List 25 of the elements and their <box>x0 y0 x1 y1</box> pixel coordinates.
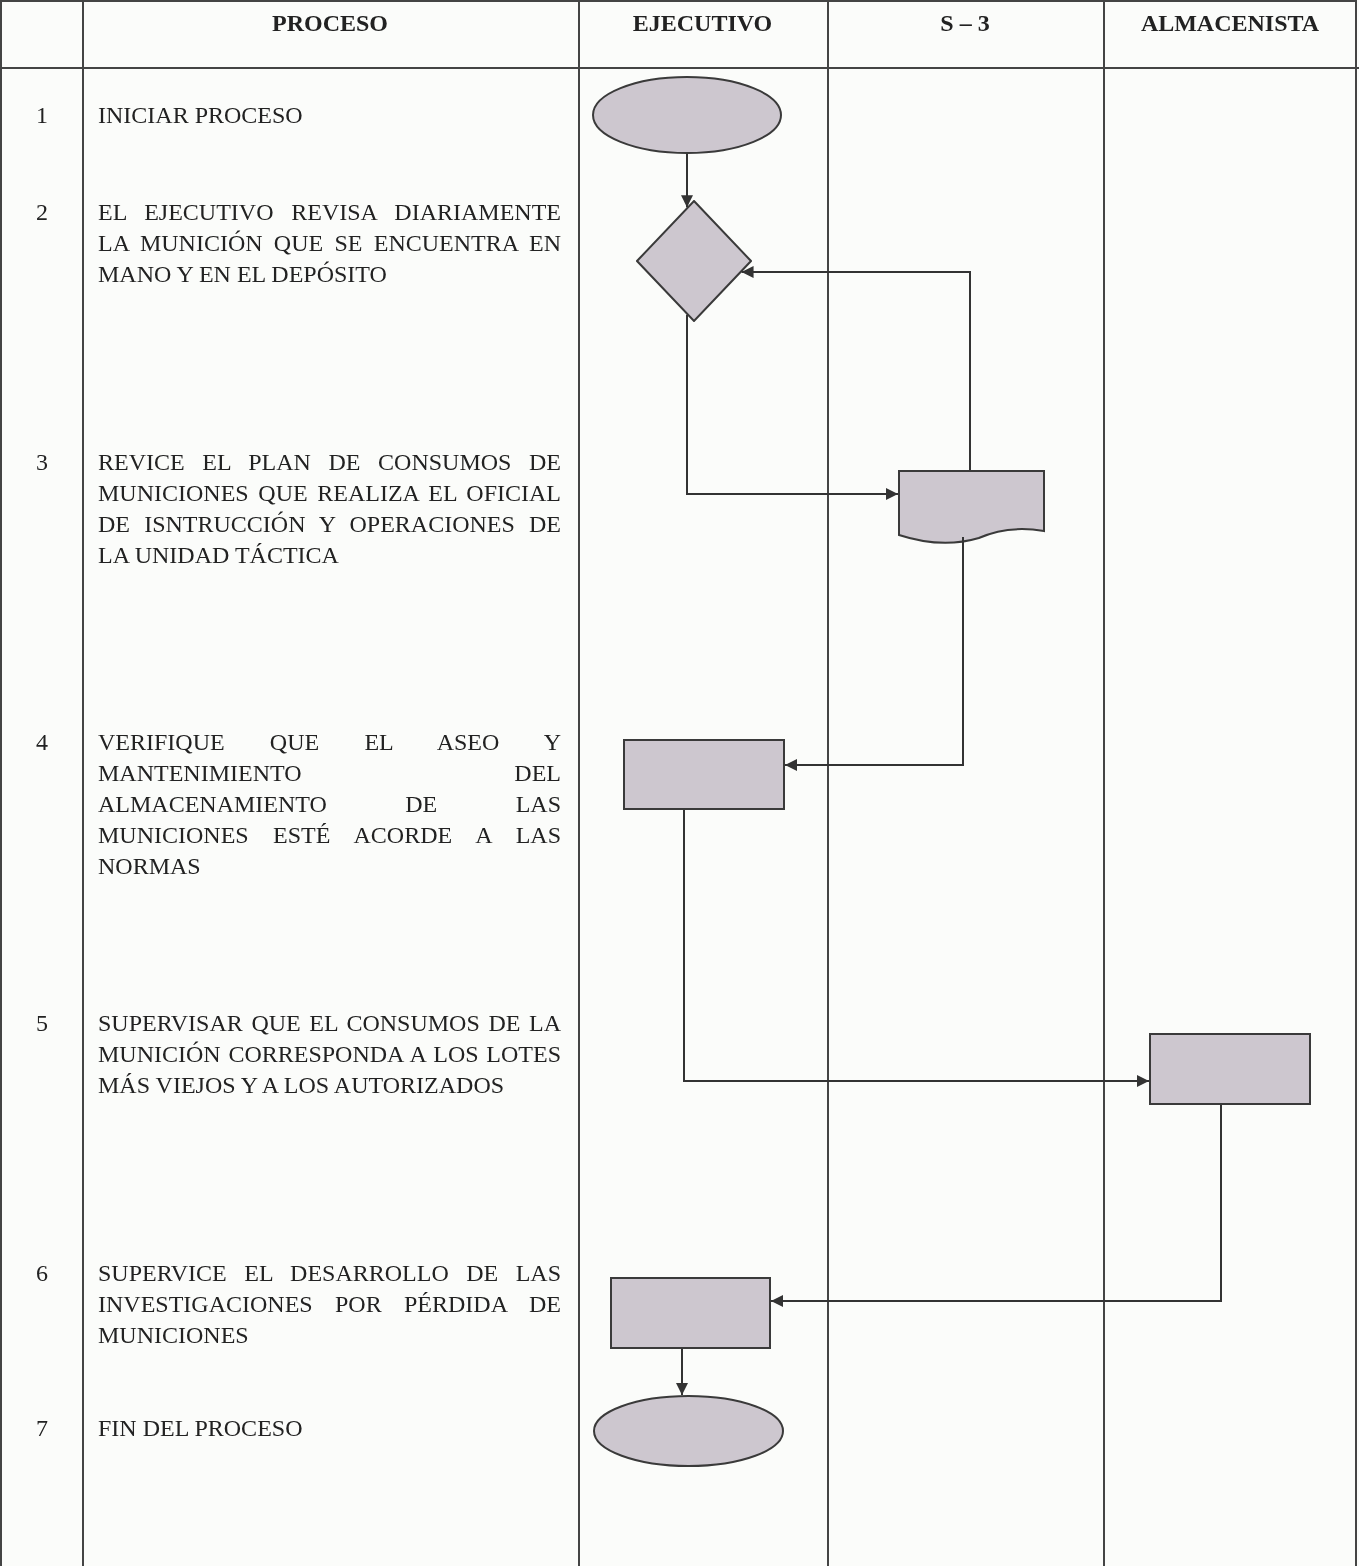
flow-arrow <box>681 153 693 209</box>
flow-arrow <box>683 809 1150 1087</box>
step-number: 7 <box>36 1414 48 1443</box>
step-number: 6 <box>36 1259 48 1288</box>
step-description: VERIFIQUE QUE EL ASEO Y MANTENIMIENTO DEL ALMACENAMIENTO DE LAS MUNICIONES ESTÉ ACORDE A LAS NORMAS <box>98 728 561 881</box>
step-number: 3 <box>36 448 48 477</box>
step-description: REVICE EL PLAN DE CONSUMOS DE MUNICIONES QUE REALIZA EL OFICIAL DE ISNTRUCCIÓN Y OPERACIONES DE LA UNIDAD TÁCTICA <box>98 448 561 570</box>
step-number: 4 <box>36 728 48 757</box>
column-header: S – 3 <box>940 9 990 38</box>
column-header: EJECUTIVO <box>632 9 773 38</box>
step-description: FIN DEL PROCESO <box>98 1414 304 1443</box>
flow-arrow <box>740 266 971 471</box>
step-number: 1 <box>36 101 48 130</box>
step-number: 5 <box>36 1009 48 1038</box>
step-description: EL EJECUTIVO REVISA DIARIAMENTE LA MUNICIÓN QUE SE ENCUENTRA EN MANO Y EN EL DEPÓSITO <box>98 198 561 289</box>
flow-arrow <box>784 536 964 771</box>
flow-arrow <box>686 313 899 500</box>
flow-arrow <box>676 1348 688 1397</box>
step-description: INICIAR PROCESO <box>98 101 304 130</box>
step-description: SUPERVISAR QUE EL CONSUMOS DE LA MUNICIÓN CORRESPONDA A LOS LOTES MÁS VIEJOS Y A LOS AUTORIZADOS <box>98 1009 561 1100</box>
step-number: 2 <box>36 198 48 227</box>
flow-arrow <box>770 1104 1222 1307</box>
column-header: PROCESO <box>272 9 388 38</box>
step-description: SUPERVICE EL DESARROLLO DE LAS INVESTIGACIONES POR PÉRDIDA DE MUNICIONES <box>98 1259 561 1350</box>
column-header: ALMACENISTA <box>1140 9 1320 38</box>
